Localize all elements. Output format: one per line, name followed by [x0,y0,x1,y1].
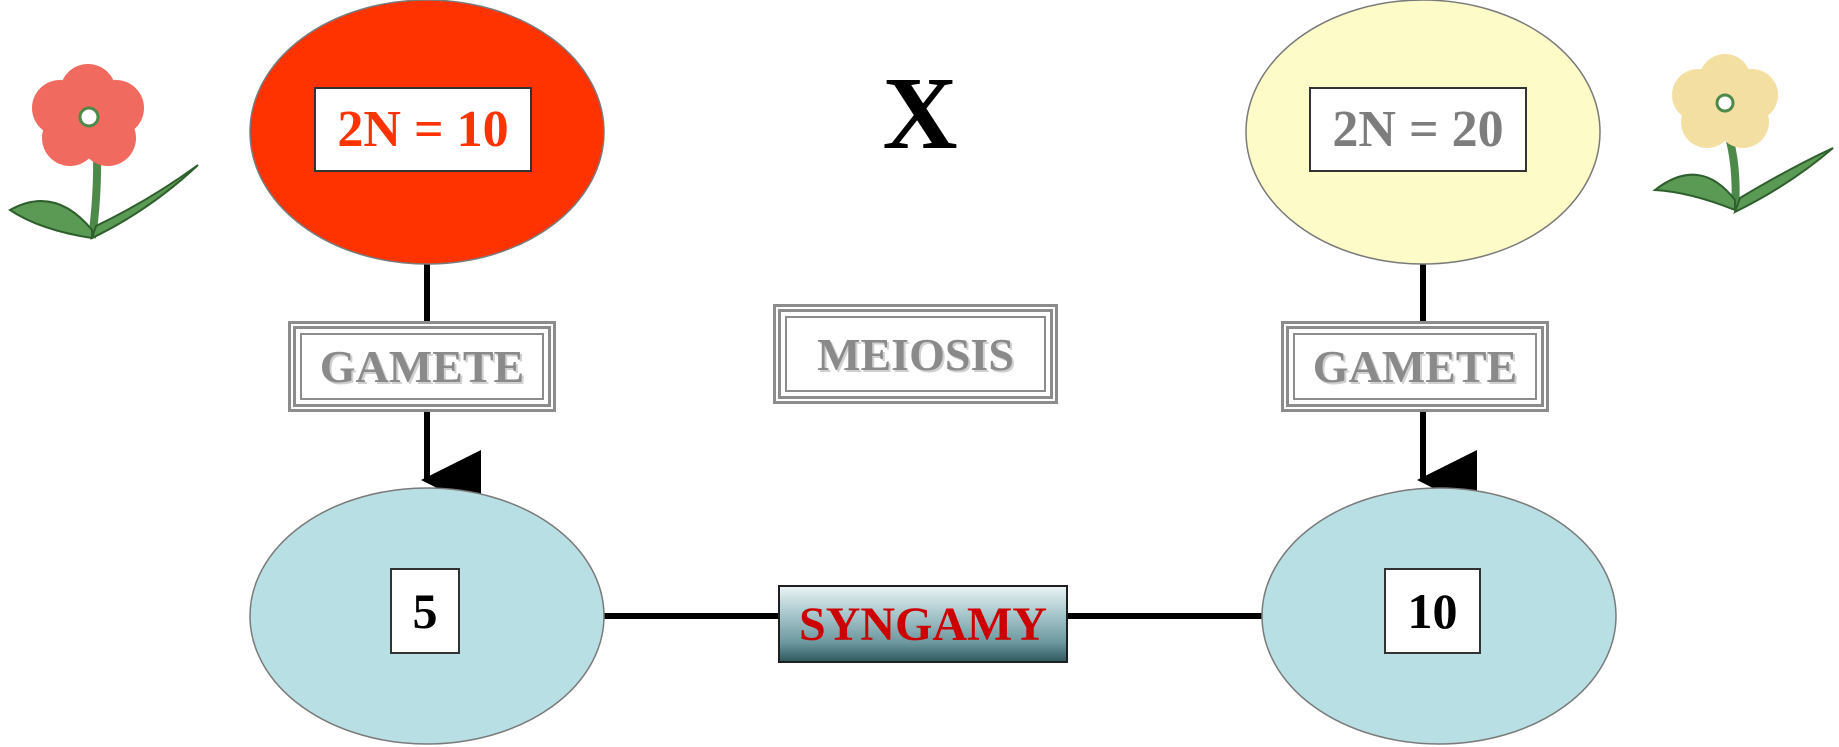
yellow-flower-icon [1652,54,1834,214]
cross-symbol: X [882,55,958,171]
left-gamete-chromosome-count: 5 [390,568,460,654]
left-gamete-stage-label: GAMETE [288,321,556,412]
right-gamete-chromosome-count: 10 [1384,568,1481,654]
meiosis-label: MEIOSIS [773,304,1058,404]
right-parent-chromosome-label: 2N = 20 [1309,87,1527,172]
right-gamete-stage-label: GAMETE [1281,321,1549,412]
left-parent-chromosome-label: 2N = 10 [314,87,532,172]
red-flower-icon [8,64,199,240]
syngamy-label: SYNGAMY [778,585,1068,663]
